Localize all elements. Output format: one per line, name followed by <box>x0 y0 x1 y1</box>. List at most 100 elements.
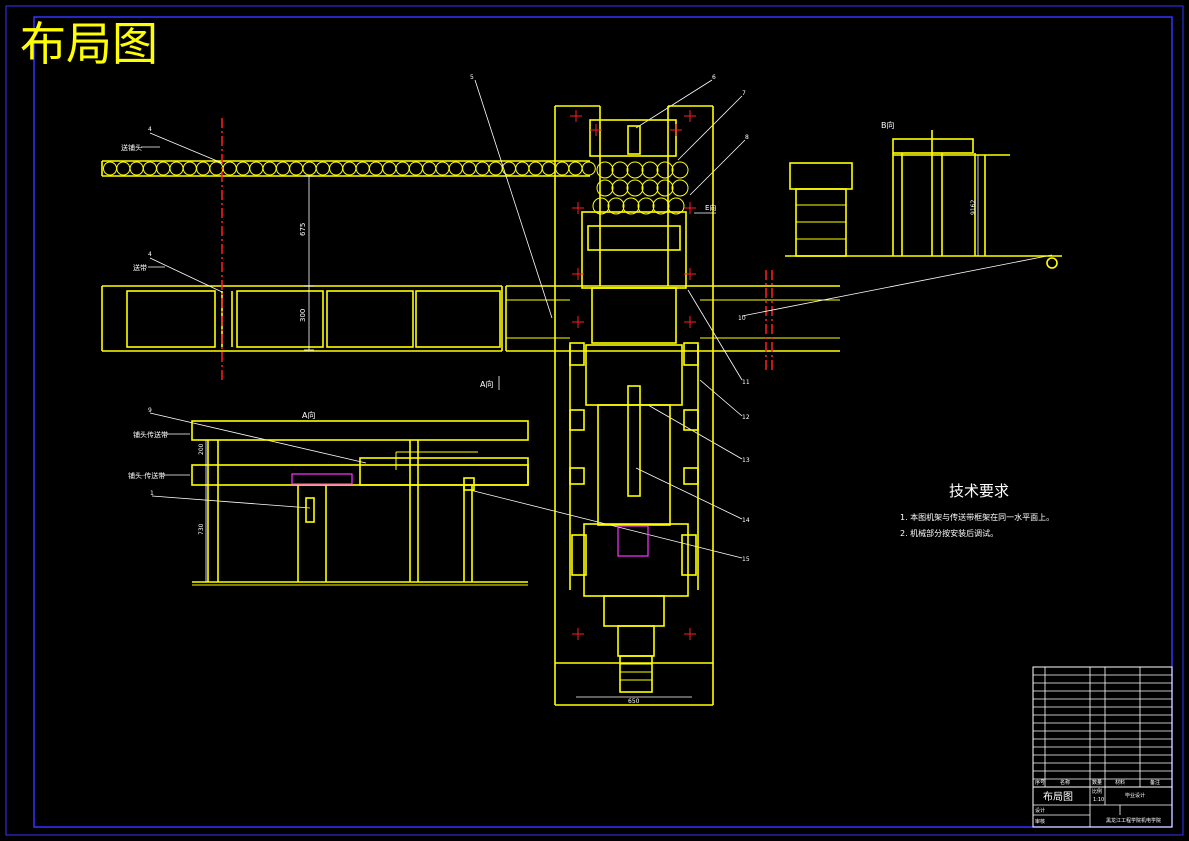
coil <box>622 197 640 215</box>
dim-300: 300 <box>299 309 307 322</box>
roller <box>448 161 463 176</box>
title-block: 序号 名称 数量 材料 备注 布局图 比例 1:10 毕业设计 设计 审核 黑龙… <box>1032 666 1173 828</box>
label-ravel-upper: 铺头传送带 <box>133 430 168 439</box>
tb-drawing-name: 布局图 <box>1043 791 1073 803</box>
tech-item-2: 2. 机械部分按安装后调试。 <box>900 528 998 538</box>
roller <box>156 161 171 176</box>
roller <box>103 161 117 176</box>
e-view-label: E向 <box>705 203 716 212</box>
roller <box>142 161 157 176</box>
roller <box>129 161 144 176</box>
roller <box>275 161 290 176</box>
coil <box>641 179 659 197</box>
roller <box>369 161 383 176</box>
roller <box>408 161 423 176</box>
tech-requirements: 技术要求 1. 本图机架与传送带框架在同一水平面上。 2. 机械部分按安装后调试… <box>900 482 1054 538</box>
callout-10: 10 <box>738 315 746 322</box>
coil <box>611 179 629 197</box>
roller <box>382 161 397 176</box>
callout-7: 7 <box>742 90 746 97</box>
dim-675: 675 <box>299 223 307 236</box>
label-conveyor-lower: 送带 <box>133 263 147 272</box>
coil <box>607 197 625 215</box>
dimension-vertical: 675 300 <box>299 175 314 351</box>
roller <box>502 161 516 176</box>
roller <box>555 161 570 176</box>
roller <box>169 161 184 176</box>
coil <box>656 179 674 197</box>
coil <box>652 197 670 215</box>
drawing-title: 布局图 <box>20 17 158 71</box>
coil <box>611 161 629 179</box>
callout-9: 9 <box>148 407 152 414</box>
callout-13: 13 <box>742 457 750 464</box>
callout-6: 6 <box>712 74 716 81</box>
dim-730: 730 <box>198 523 205 535</box>
leader-lines: 4 4 5 6 7 8 9 10 11 12 13 14 15 1 <box>148 74 1053 563</box>
roller <box>262 161 277 176</box>
roller <box>488 161 503 176</box>
coil <box>641 161 659 179</box>
b-view-title: B向 <box>881 120 895 130</box>
coil <box>671 161 689 179</box>
callout-12: 12 <box>742 414 750 421</box>
roller <box>422 161 437 176</box>
label-conveyor-upper: 送铺头 <box>121 143 142 152</box>
tb-col-1: 序号 <box>1035 779 1045 786</box>
label-ravel-lower: 铺头·传送带 <box>128 471 165 480</box>
roller <box>249 161 264 176</box>
roller <box>342 161 357 176</box>
coil <box>596 179 614 197</box>
roller <box>475 161 490 176</box>
coil <box>592 197 610 215</box>
tb-col-4: 材料 <box>1115 779 1125 786</box>
coil <box>626 179 644 197</box>
tb-col-3: 数量 <box>1092 779 1102 786</box>
roller <box>236 161 250 176</box>
coil <box>667 197 685 215</box>
dim-200: 200 <box>198 443 205 455</box>
dim-650: 650 <box>628 698 640 705</box>
tb-col-2: 名称 <box>1060 779 1070 786</box>
roller <box>528 161 543 176</box>
tb-scale-label: 比例 <box>1092 788 1102 795</box>
callout-14: 14 <box>742 517 750 524</box>
callout-4a: 4 <box>148 126 152 133</box>
roller <box>395 161 410 176</box>
coil <box>626 161 644 179</box>
a-view-title: A向 <box>302 410 315 420</box>
outer-border <box>5 5 1184 836</box>
a-view-elevation: A向 200 730 铺头传送带 铺头·传送带 <box>128 410 529 586</box>
lift-machine: 650 <box>554 105 714 706</box>
callout-11: 11 <box>742 379 750 386</box>
roller <box>355 161 370 176</box>
roller <box>116 161 131 176</box>
tb-col-5: 备注 <box>1150 779 1160 786</box>
callout-1: 1 <box>150 490 154 497</box>
coil <box>671 179 689 197</box>
roller <box>182 161 197 176</box>
tb-project: 毕业设计 <box>1125 792 1145 799</box>
coil <box>656 161 674 179</box>
tech-heading: 技术要求 <box>949 482 1009 500</box>
callout-8: 8 <box>745 134 749 141</box>
tb-scale: 1:10 <box>1093 797 1104 803</box>
a-view-marker: A向 <box>480 379 493 389</box>
callout-4b: 4 <box>148 251 152 258</box>
callout-15: 15 <box>742 556 750 563</box>
dim-9162: 9162 <box>970 200 977 215</box>
roller <box>315 161 330 176</box>
tb-school: 黑龙江工程学院机电学院 <box>1106 817 1161 824</box>
callout-5: 5 <box>470 74 474 81</box>
roller <box>209 161 224 176</box>
roller <box>462 161 477 176</box>
roller <box>329 161 344 176</box>
roller <box>541 161 556 176</box>
roller <box>435 161 450 176</box>
roller <box>515 161 530 176</box>
coil <box>637 197 655 215</box>
roller <box>196 161 211 176</box>
b-view: B向 9162 <box>785 120 1062 269</box>
roller <box>289 161 304 176</box>
